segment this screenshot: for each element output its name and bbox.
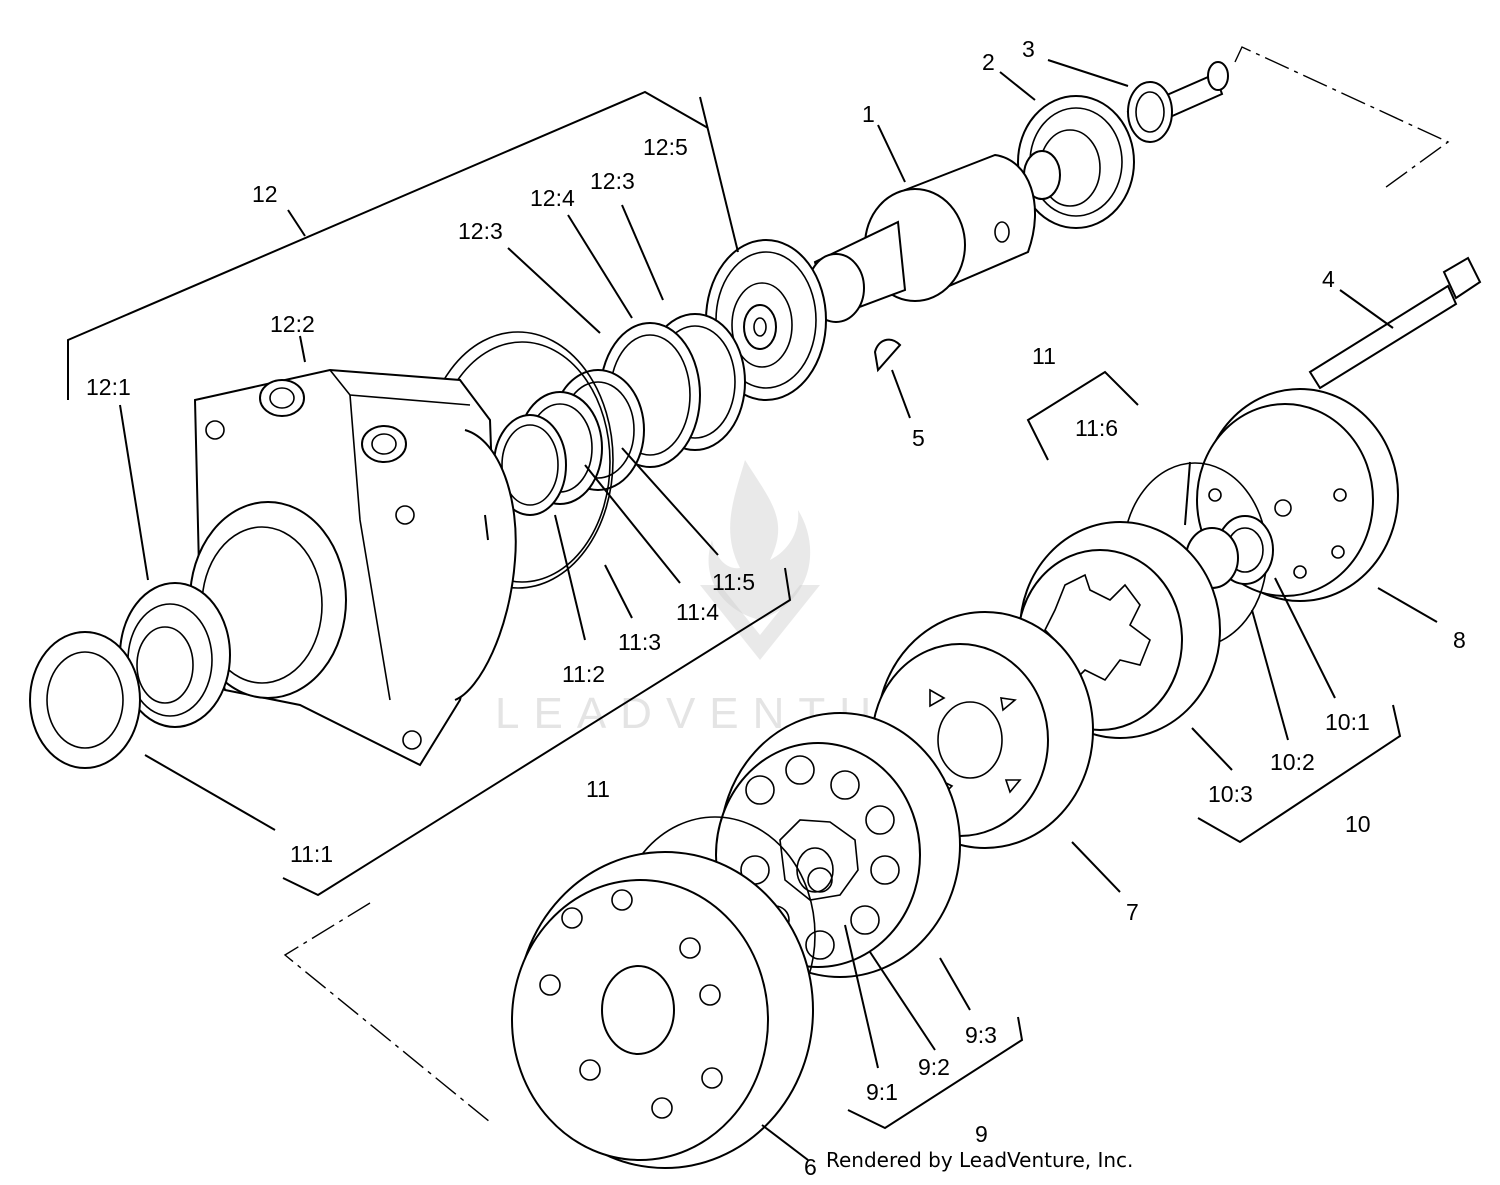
part-9-rotor-assembly [715, 712, 961, 978]
callout-9-1: 9:1 [866, 1079, 898, 1105]
callout-10-2: 10:2 [1270, 749, 1315, 775]
bracket-10 [1197, 704, 1402, 844]
phantom-lines [283, 46, 1450, 1123]
callout-8: 8 [1453, 627, 1466, 653]
callout-4: 4 [1322, 266, 1335, 292]
part-4-bolt [1308, 256, 1482, 390]
part-3-gear-shaft [1126, 61, 1229, 143]
part-11-1-seal [29, 631, 141, 769]
callout-12-2: 12:2 [270, 311, 315, 337]
phantom-line-top-right [1234, 46, 1450, 191]
callout-10: 10 [1345, 811, 1371, 837]
callout-12-5: 12:5 [643, 134, 688, 160]
group-brackets [67, 90, 1402, 1130]
part-11-rings [493, 369, 645, 516]
callout-12-1: 12:1 [86, 374, 131, 400]
watermark-flame-icon [708, 460, 811, 620]
bracket-9 [847, 1016, 1024, 1130]
callout-11-5: 11:5 [712, 569, 755, 595]
part-5-key [873, 338, 902, 373]
callout-11-6: 11:6 [1075, 415, 1118, 441]
callout-5: 5 [912, 425, 925, 451]
bracket-11-main [282, 567, 792, 897]
watermark-chevron-icon [700, 585, 820, 660]
part-6-flange [511, 851, 814, 1169]
part-12-1-hub [119, 582, 231, 728]
part-1-main-shaft [807, 153, 1036, 323]
part-12-2-housing [189, 368, 517, 767]
callout-3: 3 [1022, 36, 1035, 62]
bracket-12 [67, 90, 709, 400]
callout-11-top: 11 [1032, 343, 1056, 369]
callout-12-3a: 12:3 [458, 218, 503, 244]
credit-text: Rendered by LeadVenture, Inc. [826, 1148, 1134, 1172]
callout-11-1: 11:1 [290, 841, 333, 867]
callout-12: 12 [252, 181, 278, 207]
callout-9: 9 [975, 1121, 988, 1147]
phantom-line-bottom-left [283, 902, 491, 1123]
callout-10-1: 10:1 [1325, 709, 1370, 735]
callout-11-2: 11:2 [562, 661, 605, 687]
callout-2: 2 [982, 49, 995, 75]
bracket-11-top [1026, 370, 1139, 461]
callout-11-4: 11:4 [676, 599, 719, 625]
callout-labels: 3 2 1 4 5 8 10:1 10:2 10:3 10 11 11:6 7 … [86, 36, 1466, 1180]
part-2-bearing-gear [1017, 95, 1135, 229]
callout-9-2: 9:2 [918, 1054, 950, 1080]
callout-10-3: 10:3 [1208, 781, 1253, 807]
leader-lines [119, 59, 1438, 1161]
callout-6: 6 [804, 1154, 817, 1180]
callout-12-3b: 12:3 [590, 168, 635, 194]
callout-11-main: 11 [586, 776, 610, 802]
callout-9-3: 9:3 [965, 1022, 997, 1048]
callout-1: 1 [862, 101, 875, 127]
callout-11-3: 11:3 [618, 629, 661, 655]
callout-7: 7 [1126, 899, 1139, 925]
callout-12-4: 12:4 [530, 185, 575, 211]
